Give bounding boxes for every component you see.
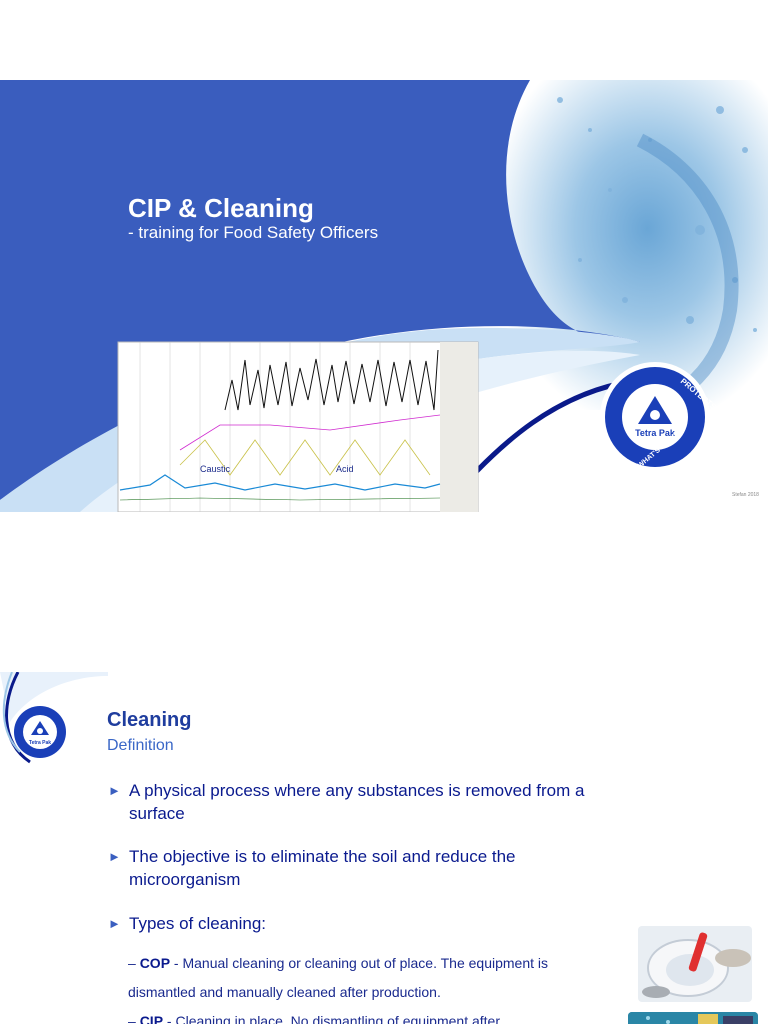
chart-label-caustic: Caustic [200,464,231,474]
definition-slide: Tetra Pak Cleaning Definition ► A physic… [0,672,768,1024]
footer-note: Stefan 2018 [732,492,759,498]
bullet-text: The objective is to eliminate the soil a… [129,847,516,889]
slide-background: Caustic Acid Tetra Pak PROTECTS WHAT'S G… [0,80,768,512]
logo-text: Tetra Pak [635,428,676,438]
bullet-text: A physical process where any substances … [129,781,585,823]
bullet-arrow-icon: ► [108,849,121,864]
bullet-arrow-icon: ► [108,916,121,931]
bullet-arrow-icon: ► [108,783,121,798]
bullet-item: ► The objective is to eliminate the soil… [108,845,598,891]
sub-item-term: CIP [139,1013,164,1024]
sub-item-term: COP [139,955,171,971]
slide-subtitle: - training for Food Safety Officers [128,223,379,242]
tetra-pak-logo: Tetra Pak PROTECTS WHAT'S GOOD [600,362,718,472]
corner-logo: Tetra Pak [0,672,108,764]
cip-chart-screenshot: Caustic Acid [117,341,479,512]
slide-subtitle: Definition [107,737,174,754]
slide-title: Cleaning [107,709,192,731]
bullet-text: Types of cleaning: [129,914,267,933]
water-droplets [557,97,757,332]
corner-logo-text: Tetra Pak [29,740,51,746]
manual-cleaning-photo [638,926,752,1002]
sub-item-text: - Cleaning in place. No dismantling of e… [163,1013,500,1024]
sub-item-text: - Manual cleaning or cleaning out of pla… [128,955,549,1000]
bullet-item: ► Types of cleaning: [108,912,598,935]
cip-equipment-photo [628,1012,758,1024]
sub-item-cop: – COP - Manual cleaning or cleaning out … [128,955,549,1000]
bullet-item: ► A physical process where any substance… [108,779,598,825]
sub-item-cip: – CIP - Cleaning in place. No dismantlin… [128,1007,608,1024]
slide-title: CIP & Cleaning [128,193,314,223]
chart-label-acid: Acid [336,464,354,474]
title-slide: Caustic Acid Tetra Pak PROTECTS WHAT'S G… [0,80,768,512]
